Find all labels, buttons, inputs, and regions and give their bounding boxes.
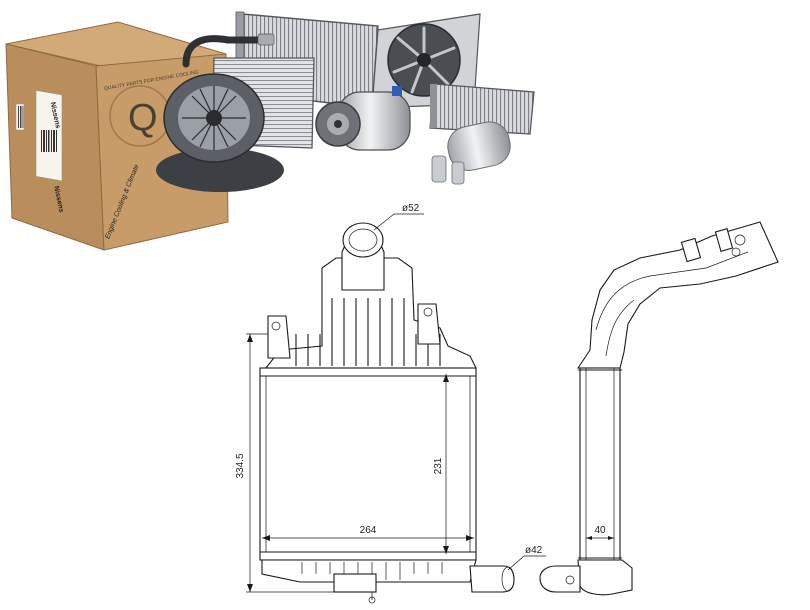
core-outer [259,367,477,561]
radiator-fan [371,13,481,109]
intercooler-front-view [259,222,515,604]
side-outlet [577,559,633,596]
inlet-pipe-opening [342,222,384,258]
front-dimensions: 334.5 231 264 ø52 ø42 [235,203,546,593]
right-bracket [417,303,441,345]
small-barcode-left [15,103,25,131]
dim-core-width: 264 [360,525,377,536]
left-bracket [267,315,291,359]
dim-inlet-diameter: ø52 [402,203,420,214]
blower-motor [156,73,284,192]
outlet-pipe [469,565,515,593]
bottom-tank [261,559,477,583]
ac-hose [182,35,266,68]
receiver-dryer [431,121,511,185]
side-outlet-pipe [539,565,581,593]
bottom-mount [333,573,377,593]
box-quality-q: Q [128,97,158,139]
dim-core-depth: 40 [594,525,606,536]
dim-outlet-diameter: ø42 [525,545,543,556]
barcode [41,130,57,152]
intercooler-side-view: 40 [539,221,779,596]
side-clamp-1 [680,237,702,263]
heater-core [429,83,535,135]
side-inlet-duct [576,221,779,369]
parts-collage [156,11,535,192]
ac-compressor [315,86,411,151]
side-clamp-2 [714,228,734,252]
dim-total-height: 334.5 [235,453,246,478]
dim-core-height: 231 [433,457,444,474]
